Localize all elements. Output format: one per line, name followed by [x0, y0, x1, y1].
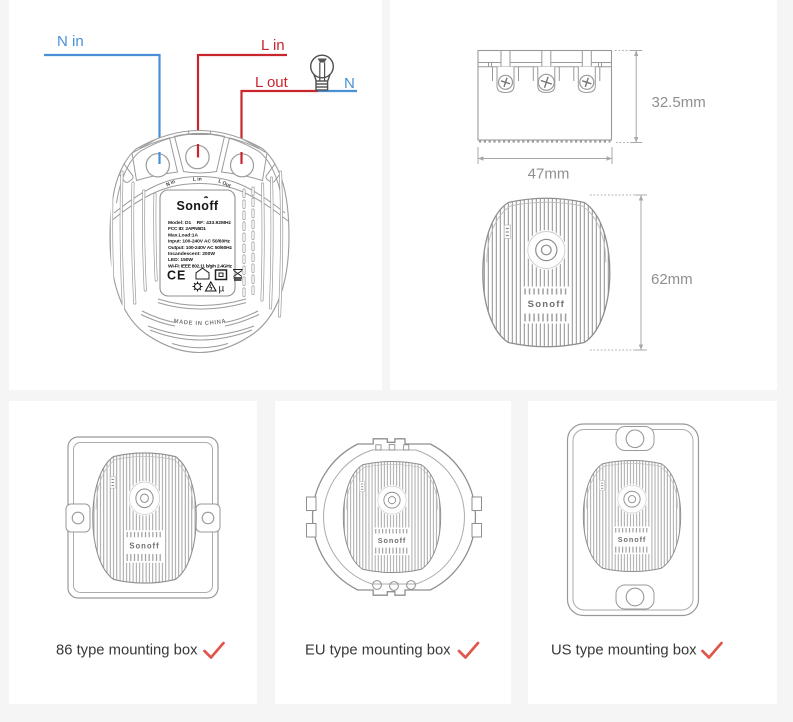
svg-text:N in: N in — [165, 179, 176, 188]
svg-text:47mm: 47mm — [528, 166, 570, 183]
svg-text:MADE IN CHINA: MADE IN CHINA — [173, 319, 227, 327]
svg-text:86 type mounting box: 86 type mounting box — [56, 643, 198, 659]
svg-text:WI-FI: IEEE 802.11 b/g/n 2.4GH: WI-FI: IEEE 802.11 b/g/n 2.4GHz — [168, 263, 233, 269]
svg-text:Model: D1 RF: 433.92MHz: Model: D1 RF: 433.92MHz — [168, 220, 232, 226]
svg-text:EU type mounting box: EU type mounting box — [305, 643, 451, 659]
svg-text:µ: µ — [219, 284, 225, 295]
svg-text:N: N — [344, 75, 355, 92]
svg-text:CE: CE — [167, 269, 186, 283]
svg-text:US type mounting box: US type mounting box — [551, 643, 697, 659]
svg-text:62mm: 62mm — [651, 271, 693, 288]
svg-text:32.5mm: 32.5mm — [652, 94, 706, 111]
svg-text:Output: 100-240V AC 50/60Hz: Output: 100-240V AC 50/60Hz — [168, 245, 233, 251]
svg-text:N in: N in — [57, 33, 84, 50]
svg-text:FCC ID: 2APN5D1: FCC ID: 2APN5D1 — [168, 226, 206, 232]
svg-text:Incandescent: 200W: Incandescent: 200W — [168, 251, 215, 257]
svg-text:Sonoff: Sonoff — [177, 199, 219, 213]
svg-text:L out: L out — [255, 74, 289, 91]
svg-text:LED: 150W: LED: 150W — [168, 257, 193, 263]
svg-text:Max.Load:1A: Max.Load:1A — [168, 232, 198, 238]
svg-text:L Out: L Out — [217, 178, 232, 189]
svg-text:Input: 100-240V AC 50/60Hz: Input: 100-240V AC 50/60Hz — [168, 239, 231, 245]
svg-text:L in: L in — [261, 37, 285, 54]
svg-text:L in: L in — [193, 176, 202, 183]
